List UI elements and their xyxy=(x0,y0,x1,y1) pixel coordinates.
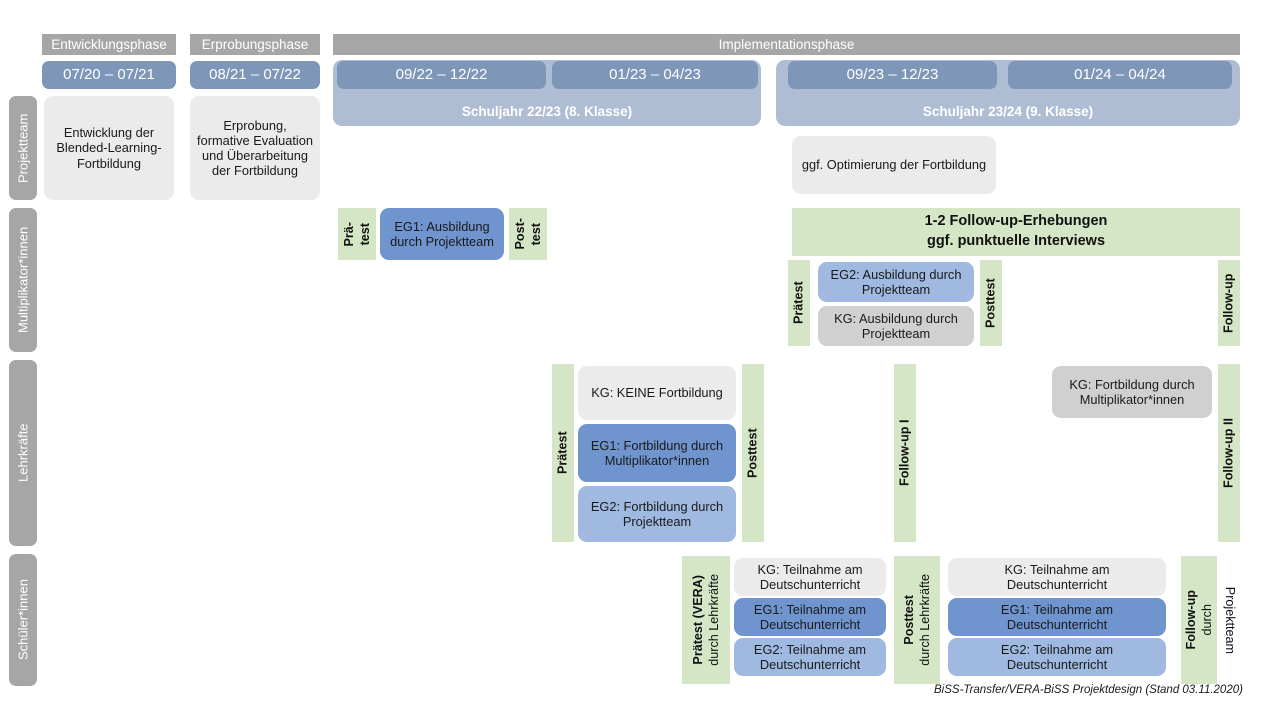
measure-followup-1-lehrkraefte: Follow-up I xyxy=(894,364,916,542)
measure-posttest-lehrkraefte: Posttest xyxy=(742,364,764,542)
praetest-line1: Prä- xyxy=(341,221,356,247)
praetest-line2: test xyxy=(357,222,372,246)
measure-followup-multiplikatoren: Follow-up xyxy=(1218,260,1240,346)
measure-posttest-multiplikatoren-2: Posttest xyxy=(980,260,1002,346)
card-optimierung-fortbildung: ggf. Optimierung der Fortbildung xyxy=(792,136,996,194)
measure-praetest-lehrkraefte: Prätest xyxy=(552,364,574,542)
actor-label-schuelerinnen: Schüler*innen xyxy=(9,554,37,686)
card-eg2-teilnahme-deutschunterricht-2: EG2: Teilnahme am Deutschunterricht xyxy=(948,638,1166,676)
card-eg1-teilnahme-deutschunterricht-2: EG1: Teilnahme am Deutschunterricht xyxy=(948,598,1166,636)
actor-label-multiplikatorinnen: Multiplikator*innen xyxy=(9,208,37,352)
measure-followup-schueler: Follow-up durch xyxy=(1181,556,1217,684)
followup-schueler-sub2-label: Projektteam xyxy=(1217,556,1243,684)
actor-label-projektteam: Projektteam xyxy=(9,96,37,200)
banner-line-1: 1-2 Follow-up-Erhebungen xyxy=(924,213,1108,230)
period-0922-1222: 09/22 – 12/22 xyxy=(337,61,546,89)
followup-schueler-main: Follow-up xyxy=(1183,590,1198,650)
banner-line-2: ggf. punktuelle Interviews xyxy=(926,233,1106,249)
measure-praetest-multiplikatoren-2: Prätest xyxy=(788,260,810,346)
card-eg1-ausbildung-projektteam: EG1: Ausbildung durch Projektteam xyxy=(380,208,504,260)
period-0124-0424: 01/24 – 04/24 xyxy=(1008,61,1232,89)
card-kg-teilnahme-deutschunterricht-1: KG: Teilnahme am Deutschunterricht xyxy=(734,558,886,596)
card-kg-keine-fortbildung: KG: KEINE Fortbildung xyxy=(578,366,736,420)
measure-posttest-schueler: Posttest durch Lehrkräfte xyxy=(894,556,940,684)
actor-label-lehrkraefte: Lehrkräfte xyxy=(9,360,37,546)
measure-praetest-vera-schueler: Prätest (VERA) durch Lehrkräfte xyxy=(682,556,730,684)
card-eg2-fortbildung-projektteam: EG2: Fortbildung durch Projektteam xyxy=(578,486,736,542)
period-0123-0423: 01/23 – 04/23 xyxy=(552,61,758,89)
measure-followup-2-lehrkraefte: Follow-up II xyxy=(1218,364,1240,542)
followup-schueler-sub1: durch xyxy=(1199,604,1214,636)
measure-praetest-multiplikatoren-1: Prä- test xyxy=(338,208,376,260)
card-eg1-fortbildung-multiplikatoren: EG1: Fortbildung durch Multiplikator*inn… xyxy=(578,424,736,482)
banner-followup-erhebungen: 1-2 Follow-up-Erhebungen ggf. punktuelle… xyxy=(792,208,1240,256)
posttest-line1: Post- xyxy=(512,218,527,250)
card-kg-ausbildung-projektteam: KG: Ausbildung durch Projektteam xyxy=(818,306,974,346)
posttest-line2: test xyxy=(528,222,543,246)
card-eg2-ausbildung-projektteam: EG2: Ausbildung durch Projektteam xyxy=(818,262,974,302)
phase-header-entwicklungsphase: Entwicklungsphase xyxy=(42,34,176,55)
card-kg-fortbildung-multiplikatoren: KG: Fortbildung durch Multiplikator*inne… xyxy=(1052,366,1212,418)
phase-header-implementationsphase: Implementationsphase xyxy=(333,34,1240,55)
footer-source-note: BiSS-Transfer/VERA-BiSS Projektdesign (S… xyxy=(934,684,1243,696)
praetest-vera-main: Prätest (VERA) xyxy=(690,575,705,665)
period-0923-1223: 09/23 – 12/23 xyxy=(788,61,997,89)
posttest-schueler-main: Posttest xyxy=(901,595,916,645)
card-eg1-teilnahme-deutschunterricht-1: EG1: Teilnahme am Deutschunterricht xyxy=(734,598,886,636)
card-entwicklung-fortbildung: Entwicklung der Blended-Learning-Fortbil… xyxy=(44,96,174,200)
card-erprobung-evaluation: Erprobung, formative Evaluation und Über… xyxy=(190,96,320,200)
phase-header-erprobungsphase: Erprobungsphase xyxy=(190,34,320,55)
followup-schueler-sub2: Projektteam xyxy=(1223,586,1238,654)
praetest-vera-sub: durch Lehrkräfte xyxy=(706,574,721,666)
period-0821-0722: 08/21 – 07/22 xyxy=(190,61,320,89)
posttest-schueler-sub: durch Lehrkräfte xyxy=(917,574,932,666)
period-0720-0721: 07/20 – 07/21 xyxy=(42,61,176,89)
card-eg2-teilnahme-deutschunterricht-1: EG2: Teilnahme am Deutschunterricht xyxy=(734,638,886,676)
measure-posttest-multiplikatoren-1: Post- test xyxy=(509,208,547,260)
card-kg-teilnahme-deutschunterricht-2: KG: Teilnahme am Deutschunterricht xyxy=(948,558,1166,596)
